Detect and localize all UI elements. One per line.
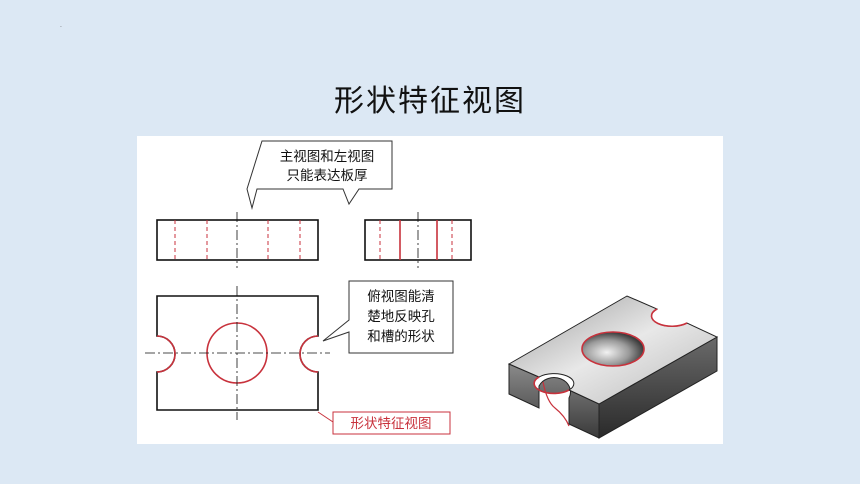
isometric-block	[507, 295, 719, 439]
drawing-canvas: 主视图和左视图 只能表达板厚	[145, 140, 719, 439]
slide-marker: .	[60, 22, 62, 29]
label-bottom: 形状特征视图	[317, 411, 451, 435]
top-view	[145, 286, 330, 420]
callout-right-line3: 和槽的形状	[367, 329, 435, 345]
callout-right-line1: 俯视图能清	[367, 289, 435, 305]
slide-title: 形状特征视图	[334, 84, 526, 119]
label-bottom-text: 形状特征视图	[351, 416, 432, 432]
callout-right-line2: 楚地反映孔	[367, 309, 435, 325]
front-view	[156, 212, 319, 268]
drawing-figure: 主视图和左视图 只能表达板厚	[137, 136, 723, 444]
side-view	[364, 212, 472, 268]
callout-top: 主视图和左视图 只能表达板厚	[246, 140, 393, 210]
callout-top-line1: 主视图和左视图	[280, 149, 375, 165]
callout-right: 俯视图能清 楚地反映孔 和槽的形状	[322, 280, 454, 354]
callout-top-line2: 只能表达板厚	[287, 168, 368, 184]
